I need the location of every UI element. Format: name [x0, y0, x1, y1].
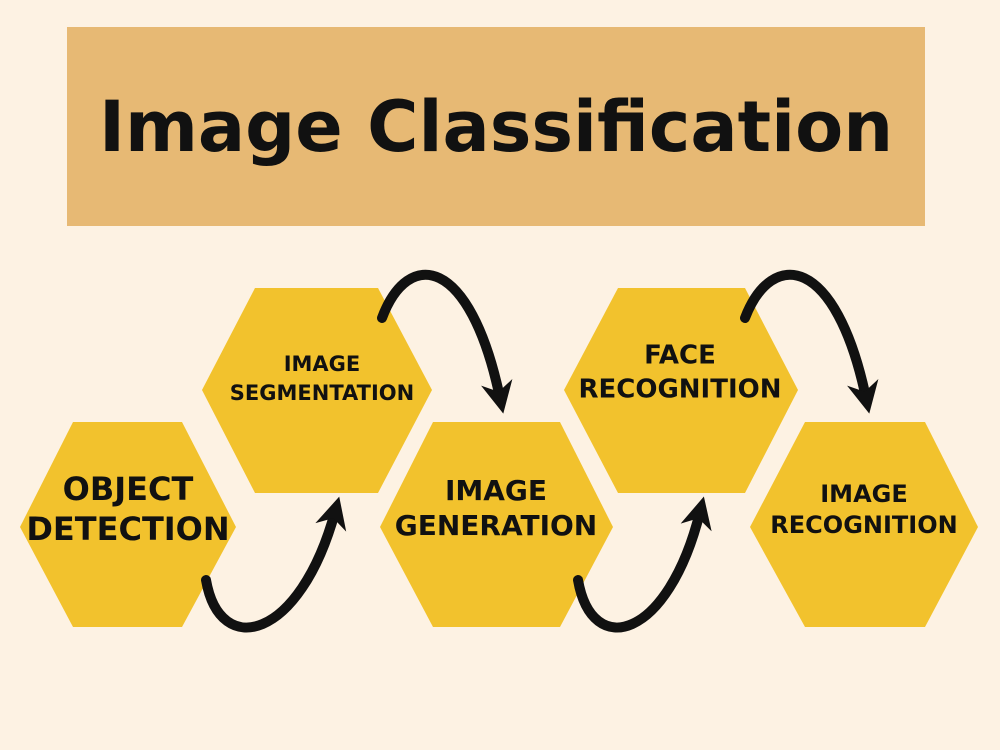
- step-label-face-recognition-line1: FACE: [644, 341, 716, 371]
- step-label-image-generation-line2: GENERATION: [395, 509, 597, 542]
- title-banner: Image Classification: [67, 27, 925, 226]
- step-label-face-recognition-line2: RECOGNITION: [578, 375, 781, 405]
- hexagon-face-recognition: [564, 288, 798, 493]
- step-label-image-recognition-line2: RECOGNITION: [770, 511, 957, 539]
- curved-arrow-down-icon: [740, 269, 879, 414]
- step-label-image-recognition-line1: IMAGE: [820, 480, 907, 508]
- hexagon-image-recognition: [750, 422, 978, 627]
- hexagon-image-segmentation: [202, 288, 432, 493]
- hexagon-image-generation: [380, 422, 613, 627]
- hexagon-object-detection: [20, 422, 236, 627]
- step-label-object-detection-line1: OBJECT: [63, 470, 194, 508]
- step-label-image-generation-line1: IMAGE: [445, 474, 547, 507]
- step-label-object-detection-line2: DETECTION: [26, 510, 229, 548]
- page-title: Image Classification: [98, 85, 894, 168]
- step-label-image-segmentation-line2: SEGMENTATION: [230, 381, 414, 405]
- step-label-image-segmentation-line1: IMAGE: [284, 352, 361, 376]
- curved-arrow-down-icon: [377, 269, 513, 414]
- curved-arrow-up-icon: [201, 496, 347, 633]
- curved-arrow-up-icon: [573, 496, 712, 633]
